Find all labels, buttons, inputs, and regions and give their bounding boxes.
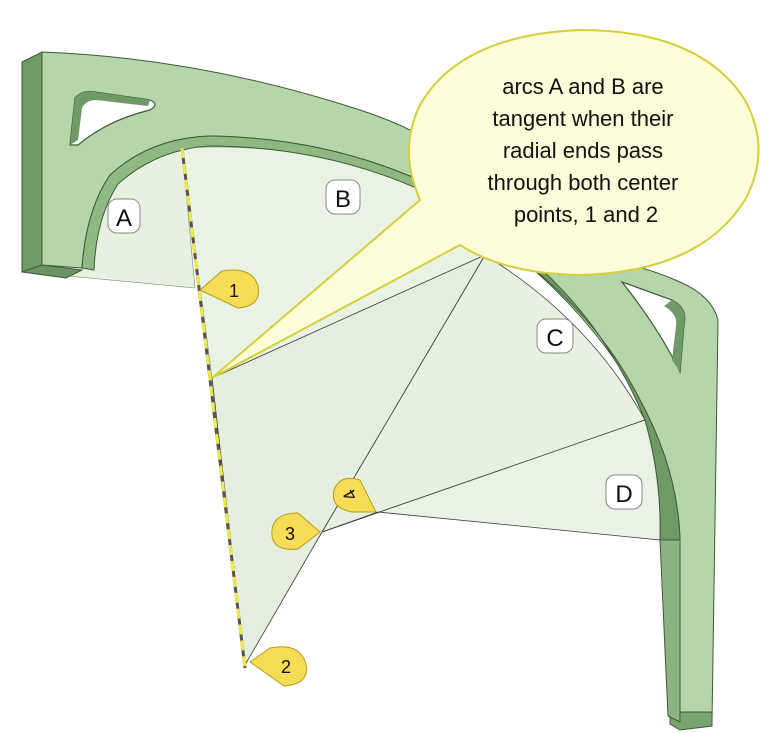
callout-line-1: arcs A and B are — [502, 74, 663, 99]
region-labels: A B C D — [107, 179, 643, 510]
callout-text: arcs A and B are tangent when their radi… — [488, 74, 685, 227]
frame-right-post-side — [659, 539, 681, 723]
label-a-text: A — [116, 205, 132, 232]
point-markers: 1 2 3 4 — [199, 269, 377, 687]
label-c-text: C — [546, 325, 563, 352]
callout-line-2: tangent when their — [492, 106, 673, 131]
label-a: A — [107, 198, 141, 234]
frame-upper-arm — [21, 51, 441, 279]
frame-left-post-bottom — [21, 264, 84, 279]
marker-2-text: 2 — [281, 657, 291, 677]
callout-line-5: points, 1 and 2 — [514, 202, 658, 227]
label-d: D — [605, 474, 643, 510]
construction-regions — [24, 146, 661, 667]
label-c: C — [536, 318, 574, 354]
label-d-text: D — [615, 481, 632, 508]
frame-left-post-side — [21, 51, 43, 273]
callout-line-4: through both center — [488, 170, 679, 195]
marker-1-text: 1 — [229, 281, 239, 301]
tangent-radial-line — [180, 147, 247, 669]
marker-4: 4 — [332, 477, 377, 513]
callout-shape — [211, 28, 760, 379]
label-b: B — [325, 179, 361, 215]
frame-right-cutout-shadow — [664, 300, 685, 372]
frame-upper-cutout-shadow — [70, 91, 150, 145]
marker-3: 3 — [271, 512, 321, 550]
frame-right-arm — [518, 255, 719, 731]
marker-2: 2 — [249, 646, 308, 687]
marker-3-text: 3 — [285, 524, 295, 544]
marker-1: 1 — [199, 269, 260, 309]
callout-line-3: radial ends pass — [503, 138, 663, 163]
label-b-text: B — [335, 186, 351, 213]
callout-bubble: arcs A and B are tangent when their radi… — [211, 28, 760, 379]
